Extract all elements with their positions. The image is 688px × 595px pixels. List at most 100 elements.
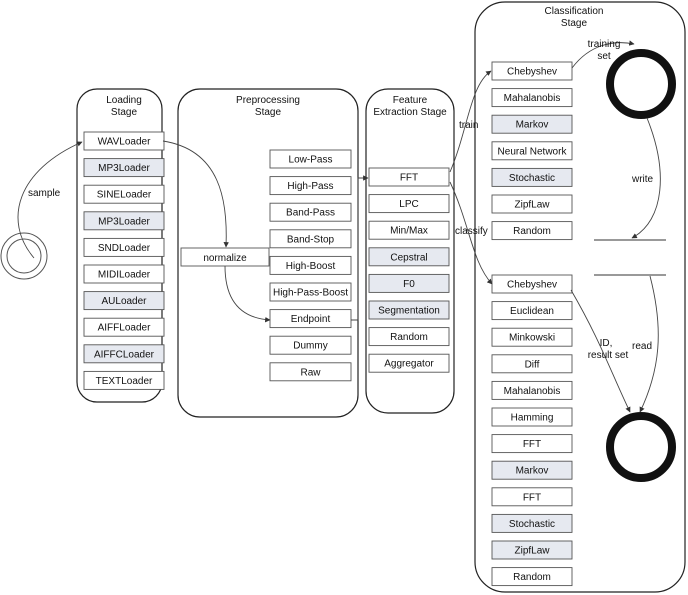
loading-label-aiffloader-7: AIFFLoader bbox=[98, 323, 151, 334]
preprocessing-box-low-pass-0 bbox=[269, 149, 352, 169]
loading-box-auloader-6 bbox=[83, 291, 165, 311]
loading-label-wavloader-0: WAVLoader bbox=[98, 137, 151, 148]
classify-method-box-fft-6 bbox=[491, 434, 573, 454]
preprocessing-label-raw-8: Raw bbox=[300, 367, 321, 378]
sample-source-node-inner bbox=[6, 238, 42, 274]
edge-label-train: train bbox=[459, 120, 478, 131]
edge-label-read: read bbox=[632, 341, 652, 352]
classify-method-box-zipflaw-10 bbox=[491, 540, 573, 560]
preprocessing-label-low-pass-0: Low-Pass bbox=[289, 155, 333, 166]
classify-method-box-random-11 bbox=[491, 567, 573, 587]
classify-train-label-markov-2: Markov bbox=[516, 120, 549, 131]
result-set-store-node bbox=[606, 412, 676, 482]
classify-train-label-stochastic-4: Stochastic bbox=[509, 173, 555, 184]
classify-method-label-mahalanobis-4: Mahalanobis bbox=[504, 386, 561, 397]
loading-box-sndloader-4 bbox=[83, 237, 165, 257]
classify-train-label-chebyshev-0: Chebyshev bbox=[507, 67, 557, 78]
feature-box-min-max-2 bbox=[368, 220, 450, 240]
classify-train-box-stochastic-4 bbox=[491, 167, 573, 187]
classify-method-box-markov-7 bbox=[491, 460, 573, 480]
classify-to-resultset-edge bbox=[570, 289, 631, 413]
preprocessing-label-band-stop-3: Band-Stop bbox=[287, 234, 335, 245]
classify-method-label-diff-3: Diff bbox=[525, 359, 540, 370]
feature-items: FFTLPCMin/MaxCepstralF0SegmentationRando… bbox=[368, 167, 450, 373]
classify-train-box-mahalanobis-1 bbox=[491, 88, 573, 108]
classify-train-label-mahalanobis-1: Mahalanobis bbox=[504, 93, 561, 104]
classification-stage-title-2: Stage bbox=[561, 18, 588, 29]
classify-method-label-random-11: Random bbox=[513, 572, 551, 583]
preprocessing-items: Low-PassHigh-PassBand-PassBand-StopHigh-… bbox=[269, 149, 352, 382]
feature-stage-title-2: Extraction Stage bbox=[373, 107, 447, 118]
edge-label-classify: classify bbox=[455, 226, 488, 237]
preprocessing-stage-title-2: Stage bbox=[255, 107, 282, 118]
feature-box-cepstral-3 bbox=[368, 247, 450, 267]
preprocessing-box-high-boost-4 bbox=[269, 255, 352, 275]
edge-label-write: write bbox=[631, 174, 654, 185]
classify-train-box-random-6 bbox=[491, 221, 573, 241]
normalize-to-endpoint-edge bbox=[224, 265, 271, 323]
edge-label-id: ID, bbox=[600, 338, 613, 349]
preprocessing-box-high-pass-boost-5 bbox=[269, 282, 352, 302]
wavloader-to-normalize-edge bbox=[162, 140, 229, 248]
preprocessing-label-dummy-7: Dummy bbox=[293, 341, 327, 352]
feature-label-aggregator-7: Aggregator bbox=[384, 359, 434, 370]
loading-label-sndloader-4: SNDLoader bbox=[98, 243, 151, 254]
classify-method-label-zipflaw-10: ZipfLaw bbox=[514, 546, 550, 557]
feature-label-f0-4: F0 bbox=[403, 279, 415, 290]
fft-to-train-chebyshev-edge bbox=[449, 70, 492, 173]
edge-label-training-2: set bbox=[597, 51, 611, 62]
classify-train-box-chebyshev-0 bbox=[491, 61, 573, 81]
classify-method-box-hamming-5 bbox=[491, 407, 573, 427]
loading-box-midiloader-5 bbox=[83, 264, 165, 284]
training-set-store-node bbox=[606, 49, 676, 119]
edge-label-sample: sample bbox=[28, 188, 61, 199]
feature-box-random-6 bbox=[368, 327, 450, 347]
classify-method-box-diff-3 bbox=[491, 354, 573, 374]
loading-label-midiloader-5: MIDILoader bbox=[98, 270, 151, 281]
classify-train-label-neural-network-3: Neural Network bbox=[498, 146, 568, 157]
preprocessing-box-raw-8 bbox=[269, 362, 352, 382]
feature-box-aggregator-7 bbox=[368, 353, 450, 373]
feature-box-fft-0 bbox=[368, 167, 450, 187]
loading-items: WAVLoaderMP3LoaderSINELoaderMP3LoaderSND… bbox=[83, 131, 165, 390]
preprocessing-label-high-pass-boost-5: High-Pass-Boost bbox=[273, 288, 348, 299]
classify-method-label-stochastic-9: Stochastic bbox=[509, 519, 555, 530]
preprocessing-box-dummy-7 bbox=[269, 335, 352, 355]
classify-method-box-euclidean-1 bbox=[491, 301, 573, 321]
loading-label-mp3loader-1: MP3Loader bbox=[98, 163, 150, 174]
preprocessing-box-band-pass-2 bbox=[269, 202, 352, 222]
classify-method-box-fft-8 bbox=[491, 487, 573, 507]
classify-method-label-fft-8: FFT bbox=[523, 492, 541, 503]
feature-label-cepstral-3: Cepstral bbox=[390, 252, 427, 263]
loading-label-aiffcloader-8: AIFFCLoader bbox=[94, 349, 155, 360]
write-edge bbox=[631, 117, 661, 239]
preprocessing-label-high-boost-4: High-Boost bbox=[286, 261, 336, 272]
classify-train-label-random-6: Random bbox=[513, 226, 551, 237]
loading-label-auloader-6: AULoader bbox=[101, 296, 147, 307]
classify-train-box-neural-network-3 bbox=[491, 141, 573, 161]
loading-box-aiffcloader-8 bbox=[83, 344, 165, 364]
classify-method-label-fft-6: FFT bbox=[523, 439, 541, 450]
classify-train-box-zipflaw-5 bbox=[491, 194, 573, 214]
endpoint-to-fft-edge bbox=[351, 175, 369, 321]
feature-label-min-max-2: Min/Max bbox=[390, 226, 428, 237]
loading-stage-title-1: Loading bbox=[106, 95, 142, 106]
classify-method-label-markov-7: Markov bbox=[516, 466, 549, 477]
sample-to-wavloader-edge bbox=[17, 141, 83, 259]
fft-to-classify-chebyshev-edge bbox=[449, 181, 493, 285]
classify-method-label-hamming-5: Hamming bbox=[511, 413, 554, 424]
read-edge bbox=[639, 275, 659, 413]
loading-box-mp3loader-1 bbox=[83, 158, 165, 178]
edge-label-training-1: training bbox=[588, 39, 621, 50]
preprocessing-stage-title-1: Preprocessing bbox=[236, 95, 300, 106]
classify-method-box-stochastic-9 bbox=[491, 513, 573, 533]
feature-box-segmentation-5 bbox=[368, 300, 450, 320]
loading-box-mp3loader-3 bbox=[83, 211, 165, 231]
preprocessing-label-endpoint-6: Endpoint bbox=[291, 314, 331, 325]
classify-method-box-minkowski-2 bbox=[491, 327, 573, 347]
preprocessing-label-band-pass-2: Band-Pass bbox=[286, 208, 335, 219]
classify-method-label-euclidean-1: Euclidean bbox=[510, 306, 554, 317]
feature-label-segmentation-5: Segmentation bbox=[378, 306, 440, 317]
